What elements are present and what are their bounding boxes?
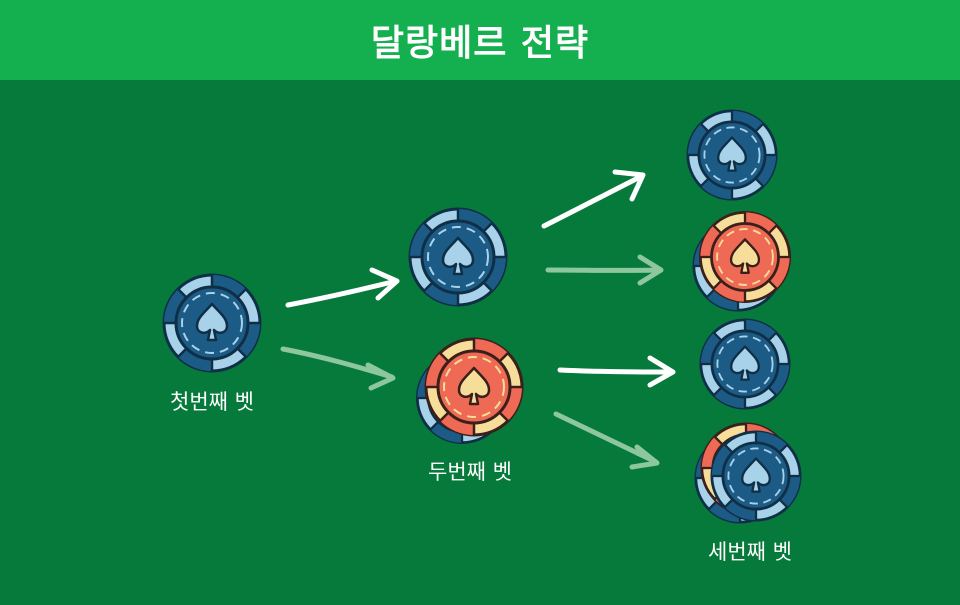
first-bet-chip: [162, 273, 262, 373]
strategy-diagram: [162, 109, 802, 524]
third-bet-stack-2: [692, 210, 792, 312]
arrow-icon: [285, 267, 400, 308]
arrow-icon: [280, 346, 396, 391]
page-title: 달랑베르 전략: [370, 23, 590, 64]
header-bar: 달랑베르 전략: [0, 0, 960, 80]
third-bet-stack-4: [694, 422, 802, 524]
second-bet-label: 두번째 벳: [428, 460, 512, 484]
second-bet-win-chip: [408, 207, 508, 307]
diagram-stage: 첫번째 벳 두번째 벳 세번째 벳: [0, 80, 960, 605]
third-bet-label: 세번째 벳: [708, 540, 792, 564]
first-bet-label: 첫번째 벳: [170, 390, 254, 414]
arrow-icon: [541, 169, 646, 229]
third-bet-chip-1: [686, 109, 778, 201]
arrow-icon: [553, 411, 660, 470]
arrow-icon: [545, 254, 664, 286]
second-bet-lose-stack: [415, 337, 524, 445]
arrow-icon: [557, 355, 676, 388]
third-bet-chip-3: [699, 318, 791, 410]
